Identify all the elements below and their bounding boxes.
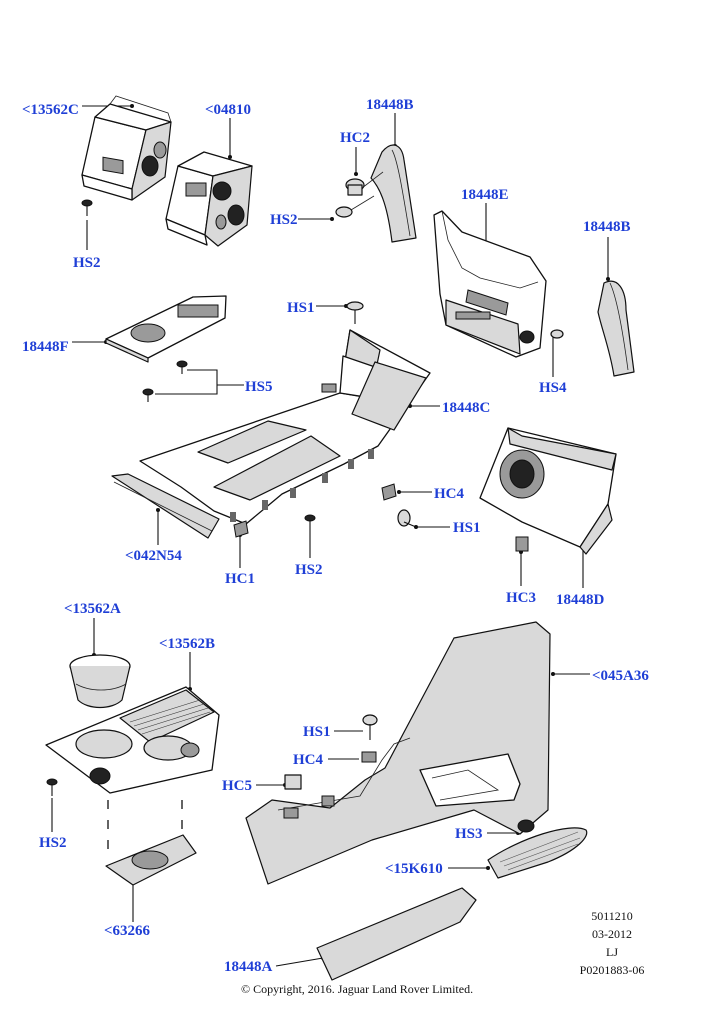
ref-date: 03-2012 xyxy=(592,927,632,941)
part-18448C-console-body[interactable] xyxy=(139,329,431,525)
part-15K610-grille[interactable] xyxy=(487,827,588,879)
part-04810-module[interactable] xyxy=(165,151,253,247)
part-18448F-plate[interactable] xyxy=(105,295,227,363)
label-18448E[interactable]: 18448E xyxy=(461,187,509,203)
part-13562C-cupholder-insert[interactable] xyxy=(81,95,172,201)
ref-illustration-id: P0201883-06 xyxy=(579,963,645,977)
hs1-screw-c[interactable] xyxy=(362,714,378,740)
label-hc4-a[interactable]: HC4 xyxy=(434,486,464,502)
label-18448F[interactable]: 18448F xyxy=(22,339,69,355)
label-hs5[interactable]: HS5 xyxy=(245,379,273,395)
hs1-screw-b[interactable] xyxy=(397,509,417,528)
label-63266[interactable]: <63266 xyxy=(104,923,151,939)
label-13562C[interactable]: <13562C xyxy=(22,102,79,118)
hs5-screws[interactable] xyxy=(142,360,188,402)
label-hc5[interactable]: HC5 xyxy=(222,778,252,794)
ref-model-code: LJ xyxy=(606,945,618,959)
hs2-screw-c[interactable] xyxy=(304,514,316,526)
part-045A36-side-panel[interactable] xyxy=(245,621,551,885)
label-hs2-a[interactable]: HS2 xyxy=(73,255,101,271)
ref-number: 5011210 xyxy=(591,909,633,923)
part-13562B-tray[interactable] xyxy=(45,686,220,794)
hc2-clip[interactable] xyxy=(345,171,384,196)
label-hs1-a[interactable]: HS1 xyxy=(287,300,315,316)
part-18448A-bottom-trim[interactable] xyxy=(316,887,477,981)
label-hc3[interactable]: HC3 xyxy=(506,590,536,606)
label-15K610[interactable]: <15K610 xyxy=(385,861,443,877)
label-18448A[interactable]: 18448A xyxy=(224,959,273,975)
label-045A36[interactable]: <045A36 xyxy=(592,668,649,684)
label-hs2-d[interactable]: HS2 xyxy=(39,835,67,851)
label-18448B-top[interactable]: 18448B xyxy=(366,97,414,113)
label-18448C[interactable]: 18448C xyxy=(442,400,491,416)
drawing-reference-block: 5011210 03-2012 LJ P0201883-06 xyxy=(562,909,662,977)
hc5-clip[interactable] xyxy=(284,774,302,790)
hs3-fastener[interactable] xyxy=(517,819,535,833)
label-04810[interactable]: <04810 xyxy=(205,102,252,118)
label-18448B-right[interactable]: 18448B xyxy=(583,219,631,235)
part-18448D-bin[interactable] xyxy=(479,427,617,555)
label-hs1-c[interactable]: HS1 xyxy=(303,724,331,740)
copyright-notice: © Copyright, 2016. Jaguar Land Rover Lim… xyxy=(241,982,474,996)
assembly-dashed-lines xyxy=(107,800,183,860)
label-18448D[interactable]: 18448D xyxy=(556,592,605,608)
hc4-clip-a[interactable] xyxy=(381,483,397,501)
label-hc1[interactable]: HC1 xyxy=(225,571,255,587)
part-18448E-panel[interactable] xyxy=(433,210,547,358)
hc4-clip-b[interactable] xyxy=(361,751,377,763)
hs2-screw-d[interactable] xyxy=(46,778,58,796)
part-18448B-trim-right[interactable] xyxy=(597,280,635,377)
label-13562A[interactable]: <13562A xyxy=(64,601,121,617)
label-hs4[interactable]: HS4 xyxy=(539,380,567,396)
label-hs3[interactable]: HS3 xyxy=(455,826,483,842)
label-hs2-c[interactable]: HS2 xyxy=(295,562,323,578)
hs2-screw-a[interactable] xyxy=(81,199,93,216)
label-hc4-b[interactable]: HC4 xyxy=(293,752,323,768)
leader-lines xyxy=(51,104,610,967)
hs2-screw-b[interactable] xyxy=(335,195,375,218)
hc1-clip[interactable] xyxy=(233,520,249,538)
part-18448B-trim-top[interactable] xyxy=(370,144,417,243)
hs1-screw-a[interactable] xyxy=(346,301,364,324)
label-13562B[interactable]: <13562B xyxy=(159,636,216,652)
part-63266-mat[interactable] xyxy=(105,834,197,886)
hc3-clip[interactable] xyxy=(515,536,529,552)
label-042N54[interactable]: <042N54 xyxy=(125,548,182,564)
label-hc2[interactable]: HC2 xyxy=(340,130,370,146)
label-hs2-b[interactable]: HS2 xyxy=(270,212,298,228)
part-13562A-cup[interactable] xyxy=(69,654,131,709)
hs4-screw[interactable] xyxy=(550,329,564,344)
label-hs1-b[interactable]: HS1 xyxy=(453,520,481,536)
part-042N54-strip[interactable] xyxy=(111,473,220,539)
